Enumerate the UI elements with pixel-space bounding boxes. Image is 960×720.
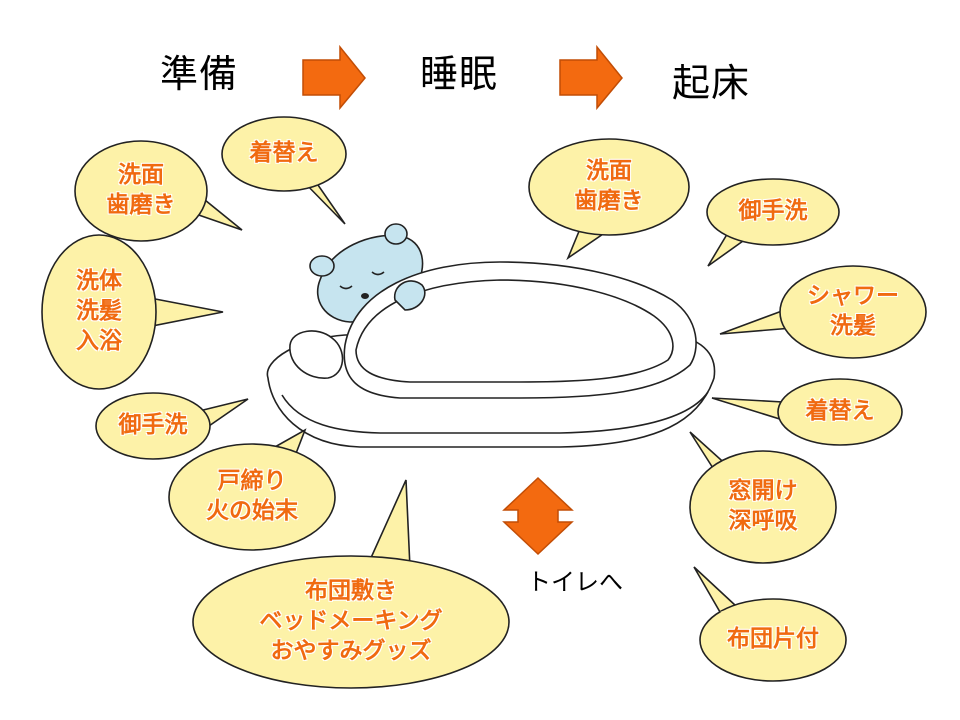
prep-bubble: [95, 392, 249, 460]
bubble-line: 深呼吸: [728, 508, 798, 534]
bubble-tail: [368, 479, 411, 569]
bubble-line: 入浴: [76, 327, 122, 354]
bubble-body: [74, 140, 208, 242]
bubble-line: 着替え: [249, 140, 319, 167]
bubble-tail: [693, 566, 738, 613]
wake-bubble: [711, 378, 903, 446]
bubble-seam: [266, 452, 295, 461]
bubble-line: 洗面: [118, 162, 164, 189]
wake-bubble-text: 窓開け深呼吸: [729, 477, 798, 537]
bubble-line: 布団片付: [727, 626, 819, 653]
bubble-seam: [193, 412, 206, 428]
bubble-seam: [143, 298, 152, 326]
bubble-line: 着替え: [805, 398, 875, 425]
wake-bubble-text: 御手洗: [739, 197, 808, 227]
wake-bubble: [528, 138, 690, 261]
bubble-seam: [186, 196, 200, 212]
bubble-line: ベッドメーキング: [259, 608, 443, 635]
flow-arrow-shape: [559, 44, 623, 111]
bubble-line: 窓開け: [728, 478, 798, 505]
prep-bubble: [74, 140, 243, 242]
double-arrow-icon: [502, 476, 574, 556]
wake-bubble-text: シャワー洗髪: [807, 282, 899, 342]
bubble-seam: [300, 177, 318, 185]
bubble-body: [528, 138, 690, 236]
wake-bubble: [706, 178, 840, 267]
wake-bubble-text: 着替え: [806, 397, 875, 427]
bubble-body: [192, 555, 510, 689]
prep-bubble: [192, 479, 510, 689]
double-arrow-shape: [502, 476, 574, 556]
bubble-line: 歯磨き: [106, 192, 176, 218]
bubble-seam: [783, 402, 792, 420]
bubble-line: 御手洗: [738, 198, 808, 225]
bubble-line: おやすみグッズ: [270, 637, 432, 664]
bubble-body: [95, 392, 211, 460]
stage-label-sleep: 睡眠: [420, 52, 499, 96]
bubble-body: [689, 450, 837, 564]
prep-bubble-text: 洗面歯磨き: [107, 161, 176, 221]
bubble-tail: [711, 397, 784, 422]
sleeping-bear-icon: [266, 223, 716, 448]
wake-bubble: [719, 265, 927, 359]
flow-arrow-shape: [302, 44, 366, 111]
bubble-body: [168, 443, 336, 551]
prep-bubble-text: 御手洗: [119, 411, 188, 441]
bubble-line: シャワー: [807, 283, 899, 310]
bubble-seam: [720, 606, 736, 614]
bubble-seam: [790, 308, 801, 328]
bubble-line: 洗髪: [830, 313, 876, 339]
prep-bubble: [221, 116, 347, 225]
bubble-line: 洗髪: [76, 298, 122, 325]
toilet-label: トイレへ: [527, 568, 623, 596]
bubble-seam: [718, 468, 730, 478]
wake-bubble: [693, 566, 847, 682]
prep-bubble: [168, 428, 336, 551]
bubble-seam: [370, 560, 410, 573]
bubble-line: 火の始末: [206, 498, 298, 524]
bubble-body: [41, 234, 157, 390]
bubble-line: 歯磨き: [574, 188, 644, 214]
wake-bubble: [689, 431, 837, 564]
bubble-line: 戸締り: [217, 468, 287, 495]
prep-bubble: [41, 234, 224, 390]
bubble-seam: [732, 226, 750, 236]
prep-bubble-text: 洗体洗髪入浴: [76, 267, 122, 357]
prep-bubble-text: 布団敷きベッドメーキングおやすみグッズ: [259, 577, 442, 667]
bubble-body: [779, 265, 927, 359]
bubble-body: [777, 378, 903, 446]
bubble-body: [699, 598, 847, 682]
prep-bubble-text: 戸締り火の始末: [206, 467, 298, 527]
bubble-seam: [582, 221, 606, 232]
flow-arrow-icon: [559, 44, 623, 111]
bubble-line: 洗面: [586, 158, 632, 185]
wake-bubbles: [528, 138, 927, 682]
bubble-body: [221, 116, 347, 192]
bubble-line: 布団敷き: [305, 578, 397, 605]
wake-bubble-text: 洗面歯磨き: [575, 157, 644, 217]
prep-bubbles: [41, 116, 510, 689]
prep-bubble-text: 着替え: [250, 139, 319, 169]
bubble-line: 洗体: [76, 268, 122, 295]
flow-arrow-icon: [302, 44, 366, 111]
bubble-line: 御手洗: [118, 412, 188, 439]
stage-label-prep: 準備: [160, 52, 239, 96]
bubble-tail: [149, 297, 224, 327]
stage-label-wake: 起床: [672, 61, 751, 105]
wake-bubble-text: 布団片付: [727, 625, 819, 655]
